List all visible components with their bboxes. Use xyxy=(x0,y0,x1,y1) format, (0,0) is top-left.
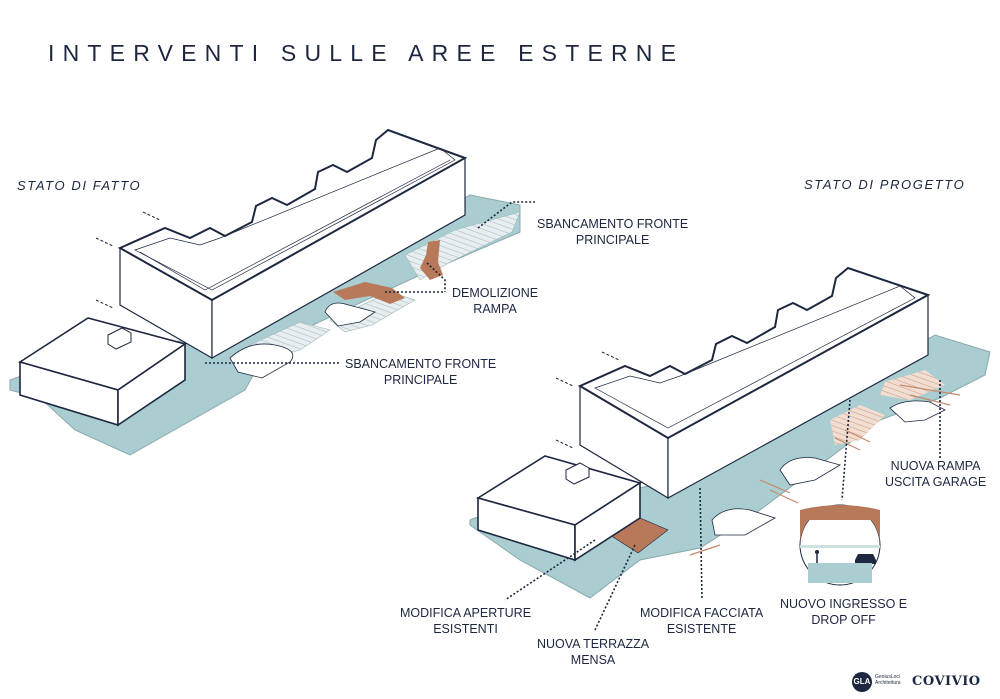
callout-line: ESISTENTI xyxy=(433,622,498,636)
callout-nuovo-ingresso: NUOVO INGRESSO E DROP OFF xyxy=(780,596,907,628)
gla-sub-line: GeniusLoci xyxy=(875,674,901,680)
existing-state-model xyxy=(9,128,535,456)
callout-modifica-aperture: MODIFICA APERTURE ESISTENTI xyxy=(400,605,531,637)
callout-line: PRINCIPALE xyxy=(383,373,458,387)
gla-logo-subtitle: GeniusLoci Architettura xyxy=(875,674,901,686)
callout-line: NUOVA TERRAZZA xyxy=(537,637,650,651)
demolizione-rampa-right xyxy=(420,240,443,280)
callout-sbancamento-bottom: SBANCAMENTO FRONTE PRINCIPALE xyxy=(345,356,496,388)
nuova-rampa-area xyxy=(880,370,945,400)
callout-sbancamento-top: SBANCAMENTO FRONTE PRINCIPALE xyxy=(537,216,688,248)
callout-line: SBANCAMENTO FRONTE xyxy=(345,357,497,371)
existing-low-building-side xyxy=(117,342,186,427)
callout-line: PRINCIPALE xyxy=(575,233,650,247)
drop-off-detail-circle xyxy=(799,504,881,586)
callout-line: ESISTENTE xyxy=(666,622,737,636)
leader-nuovo-ingresso xyxy=(841,399,851,501)
callout-line: DROP OFF xyxy=(811,613,876,627)
page-title: INTERVENTI SULLE AREE ESTERNE xyxy=(48,40,685,66)
section-label-project: STATO DI PROGETTO xyxy=(804,177,966,192)
callout-nuova-rampa: NUOVA RAMPA USCITA GARAGE xyxy=(885,458,986,490)
leader-modifica-facciata xyxy=(699,487,703,601)
callout-line: SBANCAMENTO FRONTE xyxy=(537,217,689,231)
callout-line: NUOVO INGRESSO E xyxy=(780,597,908,611)
callout-line: USCITA GARAGE xyxy=(885,475,987,489)
callout-nuova-terrazza: NUOVA TERRAZZA MENSA xyxy=(537,636,649,668)
project-low-building-side xyxy=(574,481,641,562)
callout-line: MODIFICA FACCIATA xyxy=(640,606,764,620)
callout-line: RAMPA xyxy=(473,302,517,316)
callout-modifica-facciata: MODIFICA FACCIATA ESISTENTE xyxy=(640,605,763,637)
callout-line: DEMOLIZIONE xyxy=(452,286,539,300)
gla-sub-line: Architettura xyxy=(875,680,901,686)
gla-logo: GLA xyxy=(852,672,872,692)
section-label-existing: STATO DI FATTO xyxy=(17,178,142,193)
callout-demolizione-rampa: DEMOLIZIONE RAMPA xyxy=(452,285,538,317)
project-state-model xyxy=(469,266,991,631)
leader-demolizione-2 xyxy=(426,262,446,292)
callout-line: MENSA xyxy=(570,653,616,667)
callout-line: NUOVA RAMPA xyxy=(890,459,981,473)
covivio-logo: COVIVIO xyxy=(912,674,981,689)
demolizione-rampa-left xyxy=(333,282,405,304)
existing-tall-building-roof xyxy=(117,128,468,302)
callout-line: MODIFICA APERTURE xyxy=(400,606,532,620)
